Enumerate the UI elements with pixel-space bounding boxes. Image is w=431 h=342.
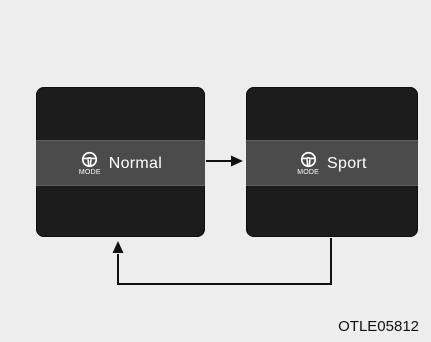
sport-mode-label: Sport xyxy=(327,155,367,172)
sport-mode-band: MODE Sport xyxy=(246,140,418,186)
steering-wheel-icon xyxy=(300,151,316,167)
normal-mode-label: Normal xyxy=(108,155,163,172)
mode-icon-label: MODE xyxy=(78,168,101,176)
mode-icon-label: MODE xyxy=(297,168,320,176)
normal-mode-band: MODE Normal xyxy=(36,140,205,186)
mode-button-icon: MODE xyxy=(79,151,101,176)
mode-button-icon: MODE xyxy=(297,151,319,176)
figure-code: OTLE05812 xyxy=(338,318,419,335)
sport-mode-panel: MODE Sport xyxy=(246,87,418,237)
arrow-sport-to-normal xyxy=(112,238,332,285)
normal-mode-panel: MODE Normal xyxy=(36,87,205,237)
arrow-normal-to-sport xyxy=(206,155,243,167)
steering-wheel-icon xyxy=(82,151,98,167)
